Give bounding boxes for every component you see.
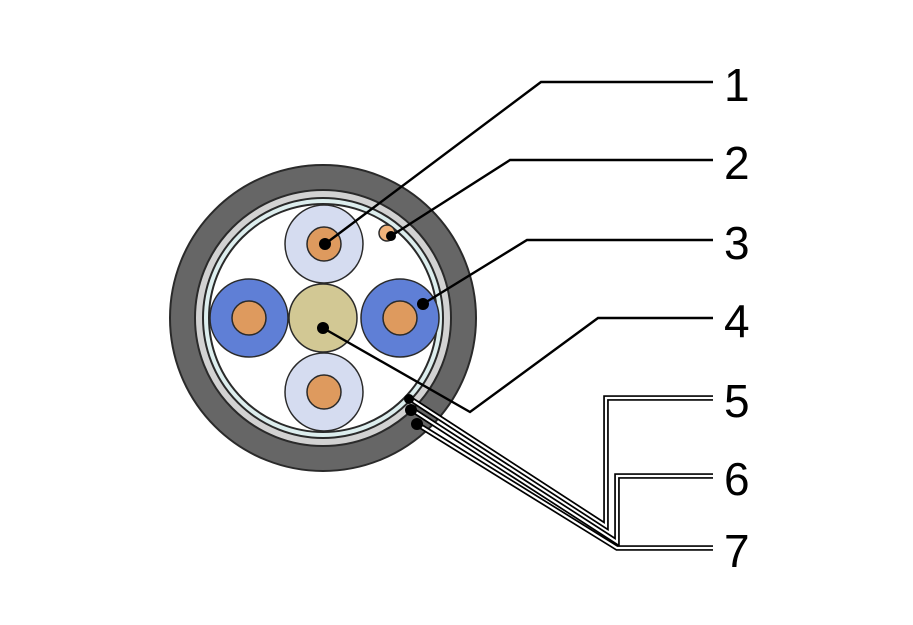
marker-dot-5 [404,394,414,404]
callout-number-5: 5 [724,375,750,427]
conductor-right-core [382,300,418,336]
leader-line-3 [422,238,713,306]
callout-numbers: 1 2 3 4 5 6 7 [724,59,750,577]
marker-dot-2 [386,231,396,241]
marker-dot-1 [319,238,331,250]
central-filler [288,283,358,353]
leader-lines [322,80,713,414]
callout-number-1: 1 [724,59,750,111]
callout-number-7: 7 [724,525,750,577]
callout-number-2: 2 [724,137,750,189]
conductor-right [360,278,440,358]
marker-dot-7 [411,418,423,430]
conductor-bottom [284,352,364,432]
conductor-left [209,278,289,358]
leader-line-4 [322,316,713,414]
conductor-left-core [231,300,267,336]
marker-dot-4 [317,322,329,334]
conductor-bottom-core [306,374,342,410]
callout-number-4: 4 [724,295,750,347]
conductors [209,204,440,432]
callout-number-6: 6 [724,453,750,505]
marker-dot-6 [405,404,417,416]
leader-line-6-core [410,408,713,545]
leader-line-2 [390,158,713,238]
marker-dots [317,231,429,430]
leader-line-7-core [416,423,713,550]
leader-line-1 [324,80,713,245]
leader-line-5-core [408,396,713,529]
callout-number-3: 3 [724,217,750,269]
hollow-leaders [407,395,713,551]
marker-dot-3 [417,298,429,310]
